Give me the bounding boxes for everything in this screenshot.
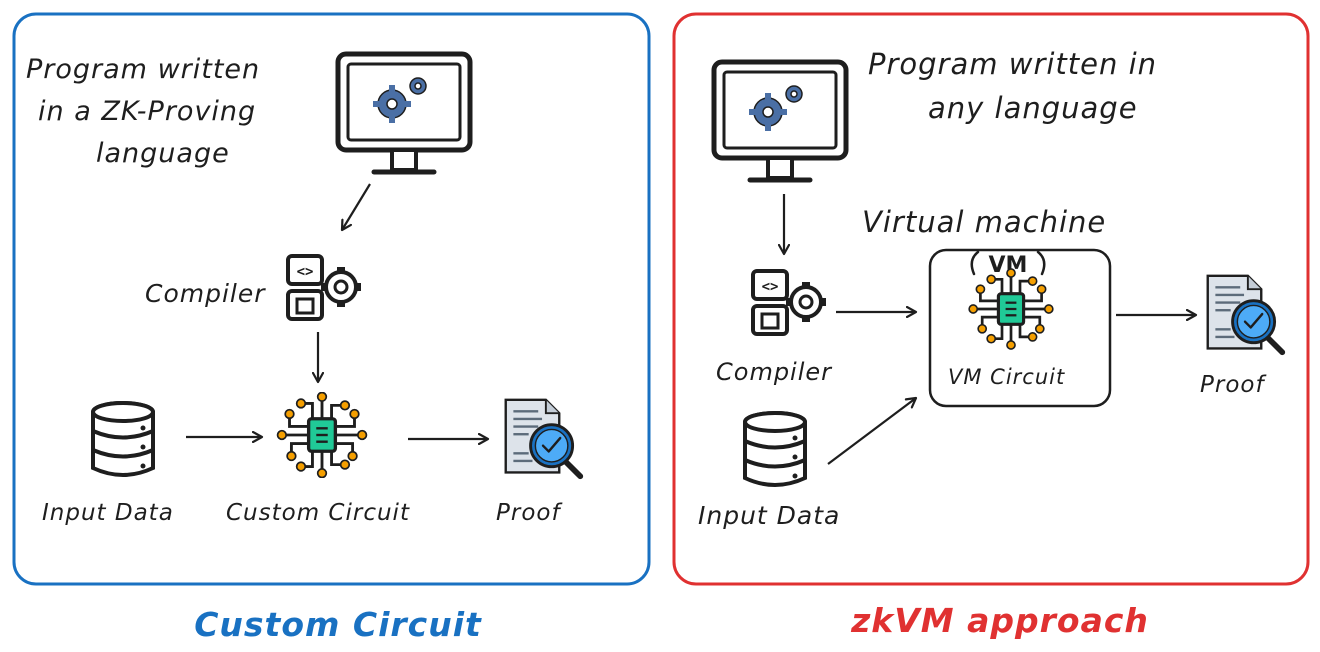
custom-circuit-panel: Program written in a ZK-Proving language…: [12, 12, 651, 586]
monitor-gear-icon: [714, 62, 846, 180]
right-proof-label: Proof: [1200, 372, 1266, 398]
right-input-label: Input Data: [698, 501, 840, 530]
compiler-icon: [286, 254, 363, 321]
vm-circuit-label: VM Circuit: [948, 365, 1065, 389]
left-input-label: Input Data: [42, 500, 174, 526]
left-compiler-label: Compiler: [145, 279, 266, 308]
arrow-monitor-to-compiler: [342, 183, 371, 230]
zkvm-panel: Program written in any language Compiler…: [672, 12, 1310, 586]
compiler-icon: [751, 269, 828, 336]
proof-document-icon: [1208, 276, 1283, 352]
circuit-chip-icon: [275, 392, 369, 478]
right-program-label: Program written in any language: [868, 47, 1167, 125]
right-panel-caption: zkVM approach: [850, 601, 1149, 640]
proof-document-icon: [506, 400, 581, 476]
left-proof-label: Proof: [496, 500, 562, 526]
left-panel-caption: Custom Circuit: [194, 605, 482, 644]
vm-title-label: Virtual machine: [862, 205, 1106, 239]
left-panel-border: [12, 12, 651, 586]
right-compiler-label: Compiler: [716, 358, 833, 386]
left-circuit-label: Custom Circuit: [226, 500, 410, 526]
right-panel-border: [672, 12, 1310, 586]
database-icon: [91, 401, 155, 477]
monitor-gear-icon: [338, 54, 470, 172]
left-program-label: Program written in a ZK-Proving language: [26, 54, 270, 169]
database-icon: [743, 411, 807, 487]
arrow-input-to-vm: [827, 398, 916, 465]
